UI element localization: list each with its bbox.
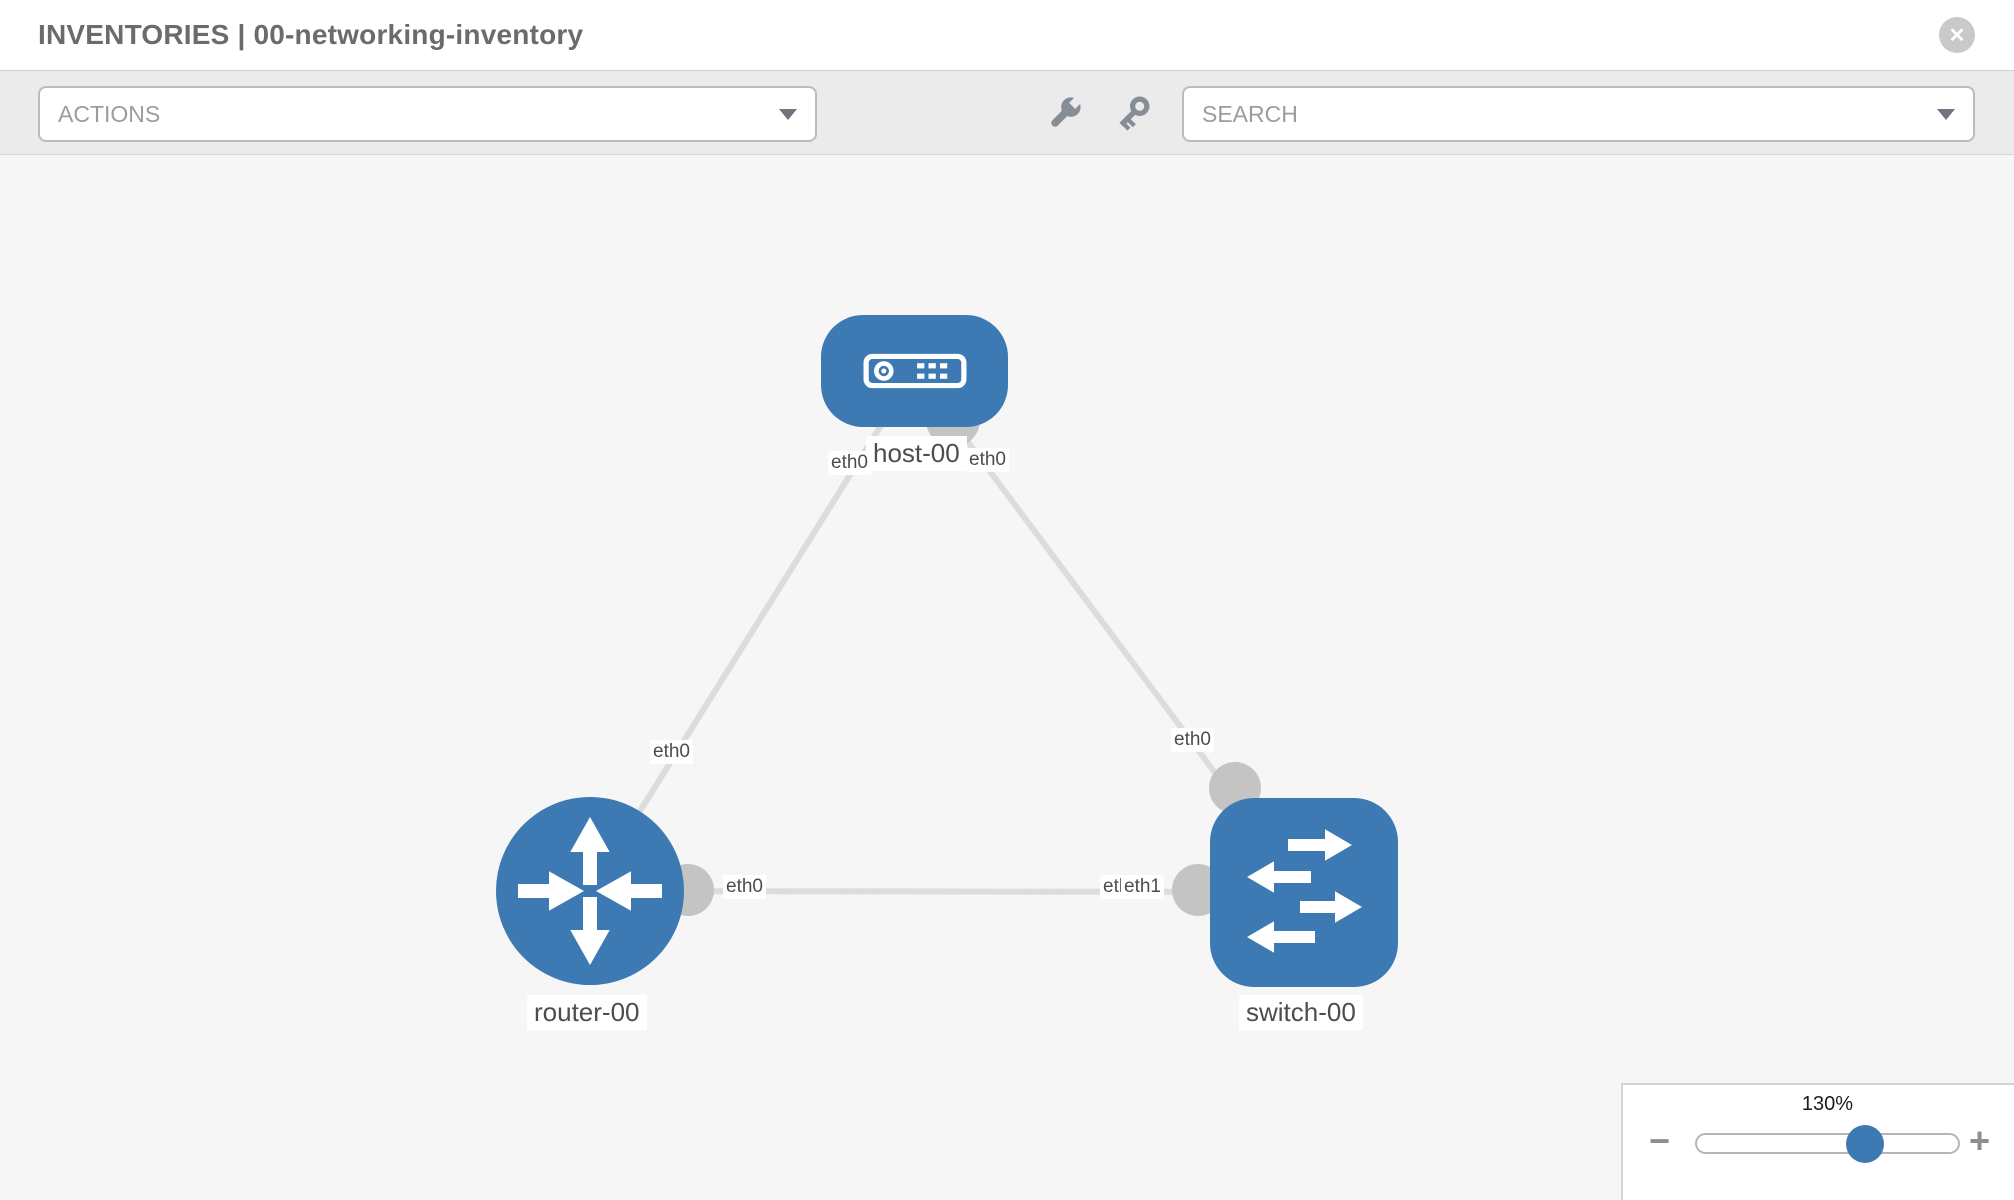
wrench-button[interactable]: [1042, 85, 1088, 141]
iface-label-host-left: eth0: [828, 451, 871, 475]
close-glyph: ✕: [1948, 24, 1966, 47]
header-bar: INVENTORIES | 00-networking-inventory ✕: [0, 0, 2014, 71]
iface-label-switch-left-over: eth1: [1121, 875, 1164, 899]
search-dropdown[interactable]: SEARCH: [1182, 86, 1975, 142]
router-icon: [518, 816, 662, 966]
host-icon: [863, 353, 966, 389]
close-icon[interactable]: ✕: [1939, 17, 1975, 53]
iface-label-host-right: eth0: [966, 448, 1009, 472]
iface-label-switch-uplink: eth0: [1171, 728, 1214, 752]
iface-label-router-right: eth0: [723, 875, 766, 899]
node-router-00[interactable]: [496, 797, 684, 985]
page-title: INVENTORIES | 00-networking-inventory: [38, 19, 584, 50]
node-host-00[interactable]: [821, 315, 1008, 427]
zoom-control-panel: 130% − +: [1621, 1083, 2014, 1200]
node-label-host: host-00: [866, 436, 967, 471]
zoom-percentage: 130%: [1801, 1093, 1854, 1115]
key-button[interactable]: [1110, 85, 1156, 141]
switch-icon: [1247, 829, 1362, 953]
actions-dropdown-label: ACTIONS: [58, 101, 161, 127]
wrench-icon: [1051, 94, 1084, 127]
zoom-slider-handle[interactable]: [1846, 1125, 1884, 1163]
search-placeholder: SEARCH: [1202, 101, 1298, 127]
node-label-switch: switch-00: [1239, 995, 1363, 1030]
zoom-out-button[interactable]: −: [1649, 1120, 1671, 1161]
chevron-down-icon: [779, 109, 797, 120]
key-icon: [1119, 96, 1150, 131]
zoom-in-button[interactable]: +: [1969, 1120, 1991, 1161]
toolbar: ACTIONS SEARC: [0, 71, 2014, 155]
zoom-slider-track[interactable]: [1695, 1133, 1960, 1154]
node-switch-00[interactable]: [1210, 798, 1398, 987]
node-label-router: router-00: [527, 995, 647, 1030]
iface-label-router-uplink: eth0: [650, 740, 693, 764]
chevron-down-icon: [1937, 109, 1955, 120]
actions-dropdown[interactable]: ACTIONS: [38, 86, 817, 142]
